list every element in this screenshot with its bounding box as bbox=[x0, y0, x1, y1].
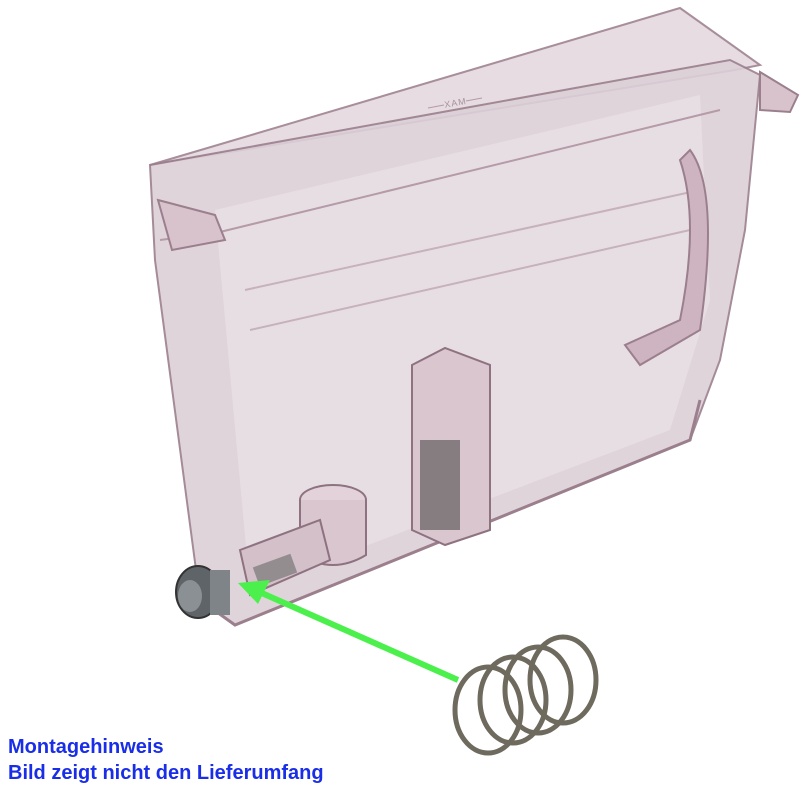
valve-cap bbox=[175, 565, 230, 619]
spring bbox=[452, 634, 599, 756]
green-arrow bbox=[238, 580, 460, 683]
max-level-mark: MAX bbox=[443, 96, 467, 110]
assembly-note-title: Montagehinweis bbox=[8, 736, 164, 758]
water-tank: MAX bbox=[148, 6, 800, 627]
assembly-note-subtitle: Bild zeigt nicht den Lieferumfang bbox=[8, 762, 324, 784]
